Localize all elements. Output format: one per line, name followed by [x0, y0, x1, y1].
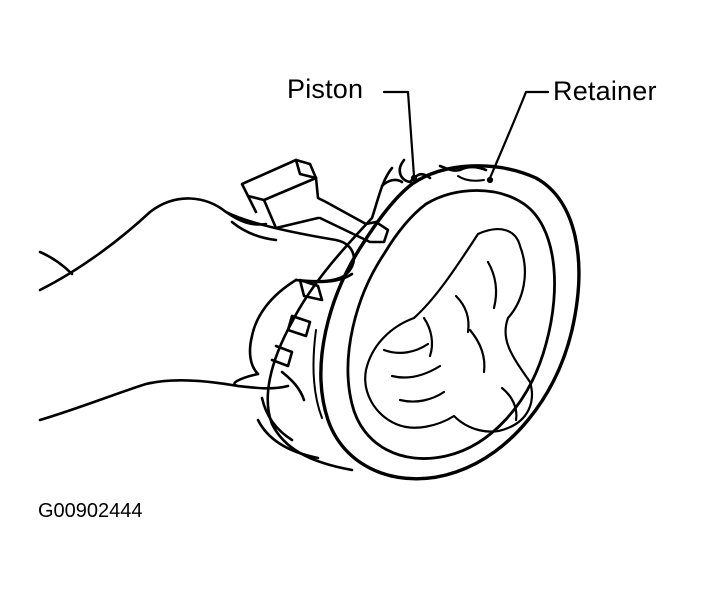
air-gun [240, 158, 390, 244]
piston [256, 158, 488, 472]
figure-id: G00902444 [38, 500, 143, 522]
hand [38, 197, 356, 422]
label-piston: Piston [287, 74, 364, 104]
leader-lines [382, 90, 550, 184]
retainer-ring [312, 164, 581, 481]
label-retainer: Retainer [553, 76, 657, 106]
rag [364, 228, 534, 433]
